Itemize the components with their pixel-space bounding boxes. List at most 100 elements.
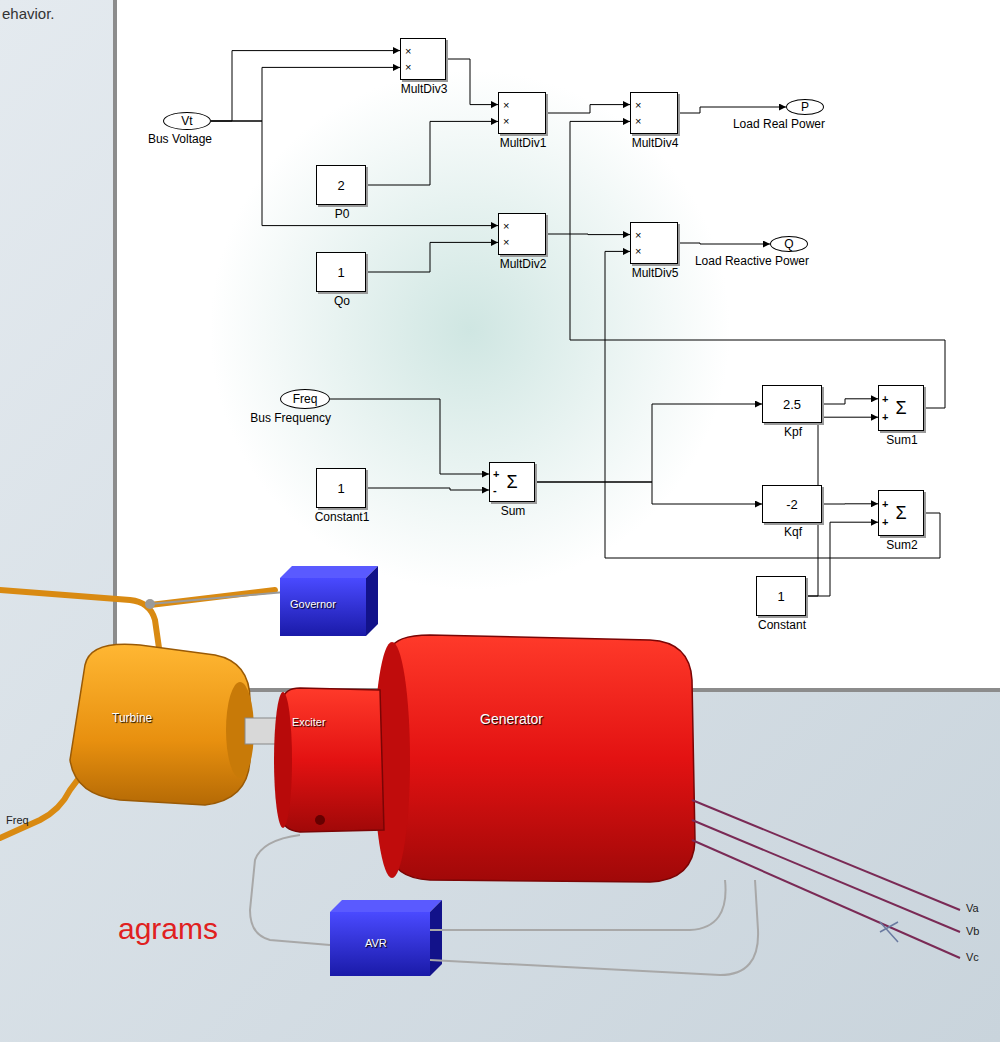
block-text: Freq (281, 393, 329, 405)
block-text: P (787, 101, 823, 113)
exciter-label: Exciter (292, 716, 326, 728)
product-block: ××MultDiv3 (400, 38, 446, 80)
constant-block: 1Qo (316, 252, 366, 292)
io-port: VtBus Voltage (163, 112, 211, 130)
block-text: -2 (763, 498, 821, 511)
block-caption: MultDiv5 (632, 266, 679, 280)
block-caption: Load Real Power (733, 117, 825, 131)
phase-marker (880, 922, 898, 942)
block-text: 2 (317, 179, 365, 192)
signal-line (605, 251, 940, 558)
block-text: - (493, 485, 497, 496)
block-text: × (503, 100, 509, 111)
cut-heading: agrams (118, 912, 218, 945)
turbine-label: Turbine (112, 712, 152, 725)
product-block: ××MultDiv5 (630, 222, 678, 264)
block-caption: MultDiv2 (500, 257, 547, 271)
block-text: × (635, 100, 641, 111)
signal-line (366, 242, 498, 272)
block-caption: Kpf (784, 425, 802, 439)
signal-line (366, 488, 489, 490)
block-caption: MultDiv1 (500, 136, 547, 150)
signal-line (535, 482, 762, 504)
block-text: × (405, 62, 411, 73)
signal-line (806, 522, 878, 596)
avr-label: AVR (365, 937, 387, 949)
block-caption: Constant1 (315, 510, 370, 524)
constant-block: 1Constant1 (316, 468, 366, 508)
cut-heading: ehavior. (2, 6, 55, 23)
block-text: × (503, 116, 509, 127)
block-caption: Sum1 (886, 433, 917, 447)
generator-label: Generator (480, 712, 543, 727)
signal-line (570, 121, 945, 408)
block-text: × (635, 246, 641, 257)
block-caption: MultDiv3 (401, 82, 448, 96)
io-port: PLoad Real Power (786, 99, 824, 115)
block-caption: Kqf (784, 525, 802, 539)
governor-box (280, 566, 378, 636)
signal-line (330, 399, 489, 474)
output-phases (692, 800, 960, 958)
block-text: Vt (164, 115, 210, 127)
io-port: QLoad Reactive Power (770, 236, 808, 252)
constant-block: 2.5Kpf (762, 385, 822, 423)
signal-line (211, 51, 400, 121)
valve (145, 599, 155, 609)
sum-block: ++ΣSum1 (878, 385, 924, 431)
block-text: × (503, 221, 509, 232)
panel-frame (113, 0, 1000, 692)
signal-name: Freq (6, 814, 29, 826)
constant-block: -2Kqf (762, 485, 822, 523)
block-caption: Sum2 (886, 538, 917, 552)
sum-block: +-ΣSum (489, 462, 535, 502)
phase-name: Vb (966, 925, 979, 937)
governor-link (150, 592, 285, 604)
block-text: × (405, 46, 411, 57)
signal-line (211, 67, 400, 121)
constant-block: 2P0 (316, 165, 366, 205)
block-text: Σ (879, 399, 923, 417)
block-text: 2.5 (763, 398, 821, 411)
exciter-body (274, 688, 384, 832)
block-caption: Bus Voltage (148, 132, 212, 146)
steam-pipes (0, 590, 275, 838)
block-text: Q (771, 238, 807, 250)
product-block: ××MultDiv4 (630, 92, 678, 134)
signal-line (366, 121, 498, 185)
signal-line (211, 121, 498, 226)
panel-ground (117, 0, 1000, 688)
turbine-body (70, 644, 254, 805)
block-text: + (882, 517, 888, 528)
block-text: × (503, 237, 509, 248)
generator-body (374, 635, 695, 882)
block-text: Σ (490, 473, 534, 491)
control-wires (250, 835, 758, 975)
phase-name: Vc (966, 951, 979, 963)
signal-line (535, 404, 762, 482)
block-text: × (635, 116, 641, 127)
phase-name: Va (966, 902, 979, 914)
signal-line (678, 243, 770, 244)
block-text: + (882, 499, 888, 510)
signal-line (822, 503, 878, 504)
block-text: + (882, 394, 888, 405)
governor-label: Governor (290, 598, 336, 610)
block-text: + (882, 412, 888, 423)
constant-block: 1Constant (756, 576, 806, 616)
signal-line (546, 234, 630, 236)
product-block: ××MultDiv2 (498, 213, 546, 255)
signal-line (678, 107, 786, 113)
block-text: 1 (317, 482, 365, 495)
avr-box (330, 900, 442, 976)
io-port: FreqBus Frequency (280, 389, 330, 409)
block-caption: Load Reactive Power (695, 254, 809, 268)
block-caption: Qo (334, 294, 350, 308)
signal-line (822, 399, 878, 404)
signal-line (446, 59, 498, 105)
block-caption: Constant (758, 618, 806, 632)
sum-block: ++ΣSum2 (878, 490, 924, 536)
